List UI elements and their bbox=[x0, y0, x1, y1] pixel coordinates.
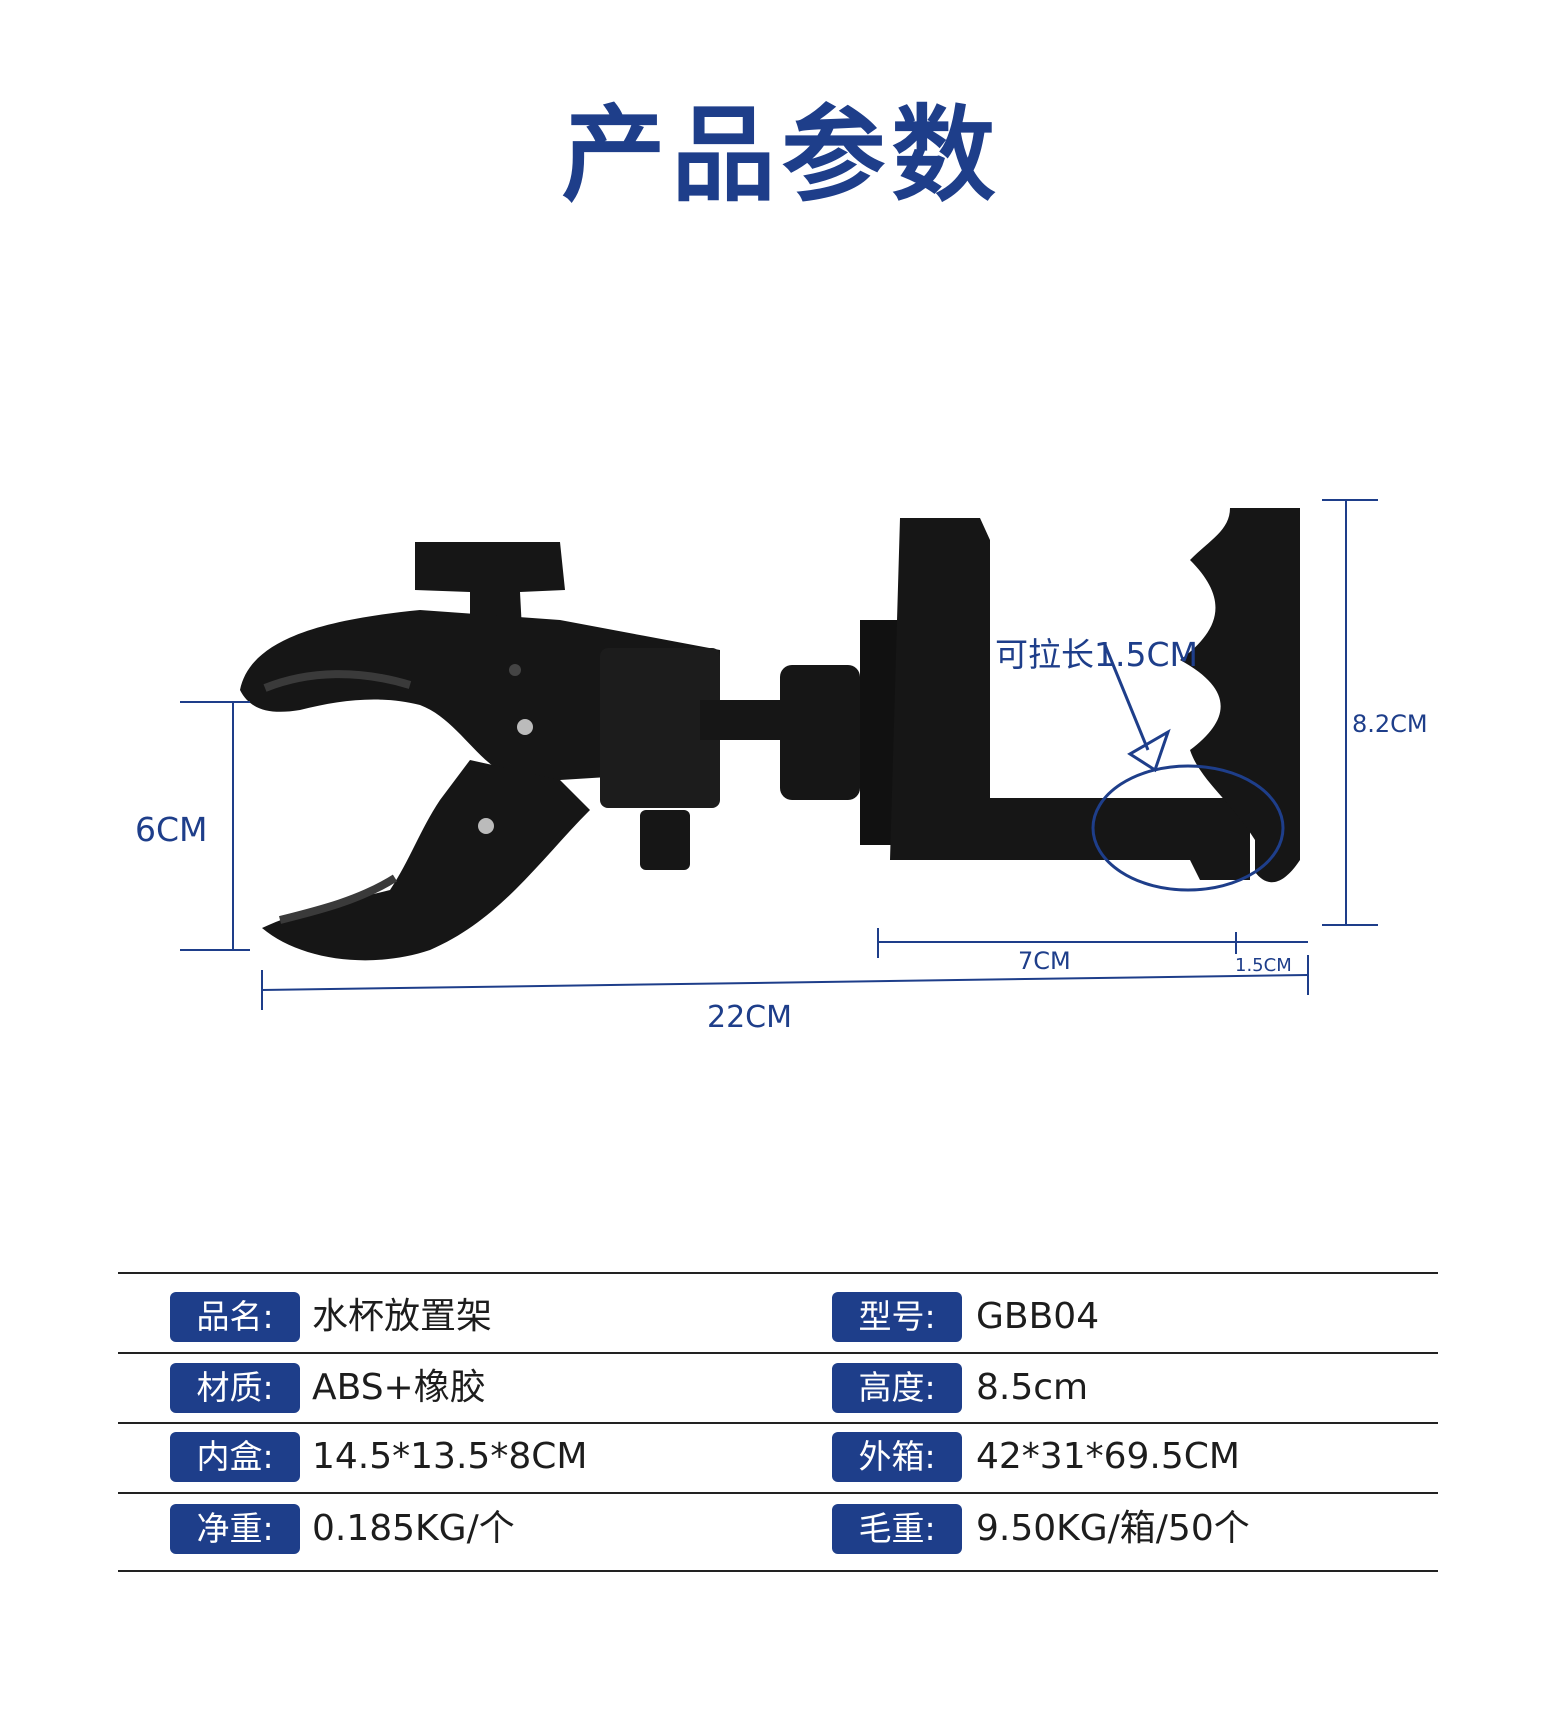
clamp-knob bbox=[415, 542, 565, 632]
rivet bbox=[509, 664, 521, 676]
swivel-knob bbox=[780, 665, 860, 800]
table-rule bbox=[118, 1352, 1438, 1354]
spec-value-inner-box: 14.5*13.5*8CM bbox=[312, 1436, 588, 1477]
extension-width-label: 1.5CM bbox=[1235, 955, 1292, 976]
rivet bbox=[478, 818, 494, 834]
holder-height-label: 8.2CM bbox=[1352, 710, 1428, 738]
spec-label-gross-weight: 毛重: bbox=[832, 1504, 962, 1554]
spec-label-model: 型号: bbox=[832, 1292, 962, 1342]
extension-highlight bbox=[1091, 764, 1285, 892]
jaw-grip-lower bbox=[279, 874, 398, 924]
extension-note: 可拉长1.5CM bbox=[995, 635, 1198, 674]
spec-table: 品名: 水杯放置架 型号: GBB04 材质: ABS+橡胶 高度: 8.5cm… bbox=[118, 1272, 1438, 1572]
spec-label-inner-box: 内盒: bbox=[170, 1432, 300, 1482]
table-rule bbox=[118, 1272, 1438, 1274]
extension-arrow bbox=[1103, 644, 1150, 751]
spec-label-outer-carton: 外箱: bbox=[832, 1432, 962, 1482]
table-rule bbox=[118, 1570, 1438, 1572]
table-rule bbox=[118, 1492, 1438, 1494]
spec-label-name: 品名: bbox=[170, 1292, 300, 1342]
lock-screw bbox=[640, 810, 690, 870]
extension-arrowhead bbox=[1127, 728, 1171, 773]
clamp-block bbox=[600, 648, 720, 808]
jaw-grip bbox=[263, 670, 412, 692]
page-title: 产品参数 bbox=[561, 94, 1002, 216]
total-length-label: 22CM bbox=[707, 1000, 793, 1035]
spec-value-outer-carton: 42*31*69.5CM bbox=[976, 1436, 1240, 1477]
spec-value-net-weight: 0.185KG/个 bbox=[312, 1508, 515, 1549]
spec-value-gross-weight: 9.50KG/箱/50个 bbox=[976, 1508, 1250, 1549]
spec-value-name: 水杯放置架 bbox=[312, 1296, 493, 1337]
spec-value-model: GBB04 bbox=[976, 1296, 1100, 1337]
spec-value-material: ABS+橡胶 bbox=[312, 1367, 486, 1408]
spec-value-height: 8.5cm bbox=[976, 1367, 1089, 1408]
cup-holder-grip bbox=[1180, 508, 1300, 883]
clamp-height-label: 6CM bbox=[135, 810, 208, 849]
lower-jaw bbox=[262, 760, 590, 961]
rivet bbox=[517, 719, 533, 735]
product-illustration bbox=[180, 499, 1378, 1010]
spec-label-height: 高度: bbox=[832, 1363, 962, 1413]
spec-label-net-weight: 净重: bbox=[170, 1504, 300, 1554]
dimension-lines bbox=[180, 499, 1378, 1010]
table-rule bbox=[118, 1422, 1438, 1424]
cup-holder-base bbox=[890, 518, 1250, 880]
holder-depth-label: 7CM bbox=[1018, 947, 1071, 975]
product-image: 6CM 22CM 7CM 1.5CM 8.2CM 可拉长1.5CM bbox=[0, 480, 1563, 1060]
spec-label-material: 材质: bbox=[170, 1363, 300, 1413]
